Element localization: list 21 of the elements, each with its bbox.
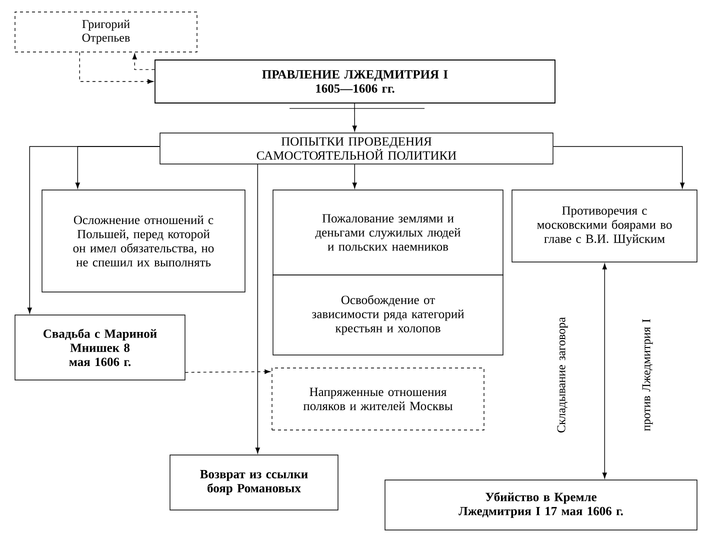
process-box: Свадьба с Мариной Мнишек 8 мая 1606 г. [14, 314, 186, 380]
title-box: ПРАВЛЕНИЕ ЛЖЕДМИТРИЯ I 1605—1606 гг. [154, 60, 556, 104]
dashed-box: Григорий Отрепьев [14, 12, 198, 52]
arrow [185, 369, 270, 374]
edge-label: Складывание заговора против Лжедмитрия I [557, 317, 653, 432]
arrow [255, 164, 260, 454]
process-box: ПОПЫТКИ ПРОВЕДЕНИЯ САМОСТОЯТЕЛЬНОЙ ПОЛИТИКИ [160, 132, 554, 164]
process-box: Возврат из ссылки бояр Романовых [170, 454, 338, 510]
arrow [79, 52, 154, 84]
dashed-box: Напряженные отношения поляков и жителей Москвы [272, 368, 484, 430]
arrow [553, 146, 685, 188]
arrow [352, 103, 357, 132]
process-box: Осложнение отношений с Польшей, перед которой он имел обязательства, но не спешил их выполнять [42, 190, 246, 292]
process-box: Пожалование землями и деньгами служилых людей и польских наемников [272, 190, 504, 276]
arrow [27, 146, 160, 314]
arrow [352, 164, 357, 188]
arrow [602, 264, 607, 478]
arrow [132, 54, 155, 70]
process-box: Освобождение от зависимости ряда категорий крестьян и холопов [272, 274, 504, 356]
process-box: Противоречия с московскими боярами во главе с В.И. Шуйским [512, 190, 698, 262]
process-box: Убийство в Кремле Лжедмитрия I 17 мая 1606 г. [384, 480, 698, 530]
